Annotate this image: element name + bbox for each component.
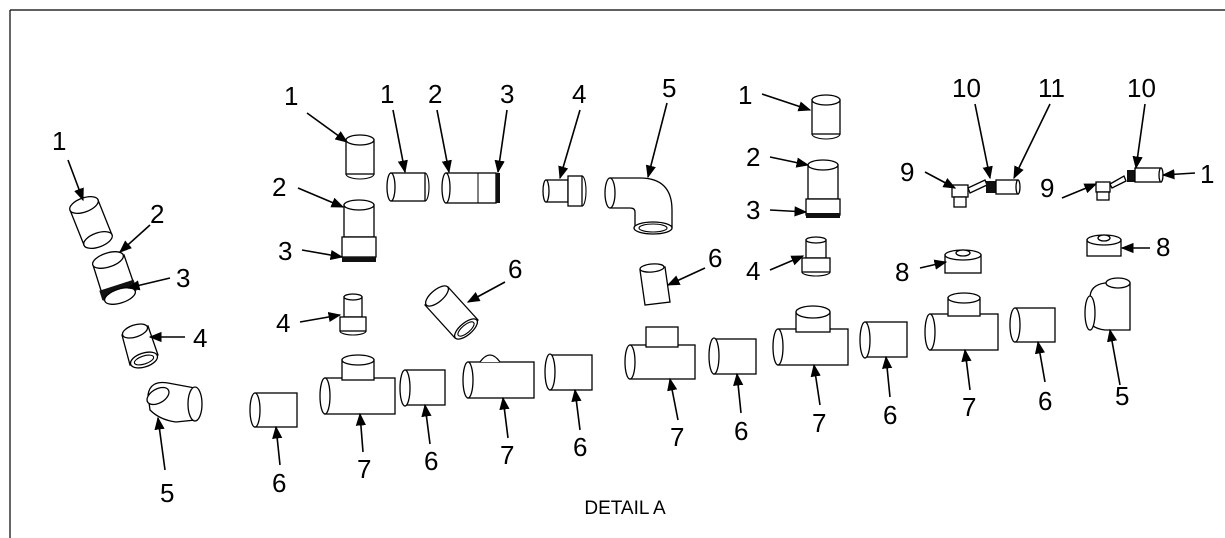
callout-5: 5	[662, 73, 676, 103]
callout-9: 9	[1040, 173, 1054, 203]
leader-lines	[67, 93, 1196, 471]
elbow-part	[146, 381, 203, 423]
middle-group	[639, 94, 841, 306]
callout-7: 7	[670, 422, 684, 452]
top-left-group	[339, 134, 673, 340]
coupling-part	[639, 263, 671, 306]
adapter-part	[341, 199, 377, 262]
tee-part	[624, 326, 696, 380]
callout-10: 10	[1127, 73, 1156, 103]
callout-labels: 1 2 3 4 5 1 1 2 3 4 5 2 3 4 6 1 2 3 4 6 …	[52, 73, 1214, 508]
adapter-part	[441, 172, 500, 204]
callout-4: 4	[276, 308, 290, 338]
callout-8: 8	[895, 257, 909, 287]
coupling-part	[544, 353, 593, 391]
adapter-part	[805, 159, 841, 218]
coupling-part	[1009, 307, 1056, 343]
coupling-part	[859, 321, 908, 359]
callout-2: 2	[428, 79, 442, 109]
callout-7: 7	[500, 440, 514, 470]
coupling-part	[386, 172, 430, 202]
nipple-part	[1127, 167, 1164, 183]
callout-1: 1	[52, 126, 66, 156]
callout-7: 7	[962, 392, 976, 422]
callout-6: 6	[424, 446, 438, 476]
elbow-part	[604, 177, 673, 235]
barb-elbow-part	[1095, 175, 1127, 201]
bushing-part	[339, 293, 367, 336]
barb-elbow-part	[951, 179, 988, 208]
coupling-part	[424, 285, 479, 340]
coupling-part	[708, 337, 757, 375]
callout-6: 6	[272, 468, 286, 498]
detail-title: DETAIL A	[584, 498, 666, 519]
callout-3: 3	[176, 263, 190, 293]
callout-6: 6	[708, 243, 722, 273]
callout-3: 3	[278, 236, 292, 266]
callout-1: 1	[284, 81, 298, 111]
tee-part	[772, 305, 849, 366]
bottom-row	[249, 292, 1056, 428]
callout-6: 6	[883, 400, 897, 430]
threaded-adapter-part	[91, 251, 137, 305]
callout-5: 5	[160, 478, 174, 508]
callout-2: 2	[746, 142, 760, 172]
callout-5: 5	[1115, 381, 1129, 411]
callout-11: 11	[1038, 73, 1065, 103]
coupling-part	[345, 134, 375, 180]
callout-8: 8	[1156, 232, 1170, 262]
bushing-part	[801, 236, 831, 277]
tee-part	[319, 354, 396, 415]
coupling-part	[811, 94, 841, 140]
callout-1: 1	[380, 79, 394, 109]
callout-6: 6	[734, 416, 748, 446]
nipple-part	[986, 179, 1021, 195]
tee-part	[924, 292, 999, 351]
callout-7: 7	[812, 408, 826, 438]
coupling-part	[399, 369, 446, 407]
callout-6: 6	[573, 432, 587, 462]
callout-3: 3	[746, 195, 760, 225]
coupling-part	[69, 196, 113, 249]
callout-1: 1	[1200, 159, 1214, 189]
callout-4: 4	[193, 323, 207, 353]
elbow-part	[1084, 277, 1131, 331]
callout-6: 6	[1038, 386, 1052, 416]
callout-7: 7	[357, 454, 371, 484]
left-stack	[69, 196, 203, 423]
callout-1: 1	[738, 80, 752, 110]
callout-9: 9	[900, 157, 914, 187]
callout-10: 10	[952, 73, 981, 103]
coupling-part	[249, 392, 298, 428]
tee-part	[462, 354, 535, 399]
callout-2: 2	[272, 172, 286, 202]
bushing-part	[542, 175, 587, 207]
hex-bushing-part	[944, 249, 982, 274]
bushing-part	[121, 323, 159, 369]
callout-6: 6	[508, 254, 522, 284]
drawing-frame	[9, 9, 1225, 538]
callout-2: 2	[150, 199, 164, 229]
callout-4: 4	[572, 79, 586, 109]
callout-3: 3	[500, 79, 514, 109]
callout-4: 4	[746, 256, 760, 286]
right-upper-group	[944, 167, 1164, 331]
hex-bushing-part	[1086, 234, 1122, 257]
